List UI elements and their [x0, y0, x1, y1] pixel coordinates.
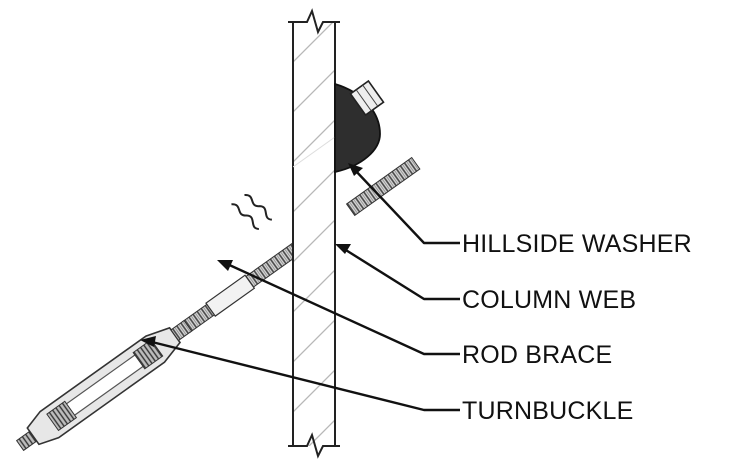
leader-hillside-washer	[348, 163, 460, 245]
leader-turnbuckle	[140, 336, 460, 412]
leader-rod-brace	[217, 260, 460, 356]
leader-column-web	[335, 244, 460, 301]
label-rod-brace: ROD BRACE	[462, 341, 612, 369]
break-line-icon	[288, 432, 340, 459]
rod-plain-segment	[205, 274, 256, 317]
turnbuckle	[15, 319, 193, 452]
break-line-icon	[288, 8, 340, 35]
rod-through-web	[293, 136, 335, 168]
nut	[349, 79, 385, 117]
rod-brace-assembly	[15, 156, 421, 452]
column-hatch	[293, 22, 335, 446]
label-turnbuckle: TURNBUCKLE	[462, 397, 633, 425]
break-line-icon	[231, 194, 273, 230]
label-hillside-washer: HILLSIDE WASHER	[462, 230, 692, 258]
threaded-rod-end	[345, 156, 421, 217]
label-column-web: COLUMN WEB	[462, 286, 636, 314]
column-web	[288, 8, 340, 459]
